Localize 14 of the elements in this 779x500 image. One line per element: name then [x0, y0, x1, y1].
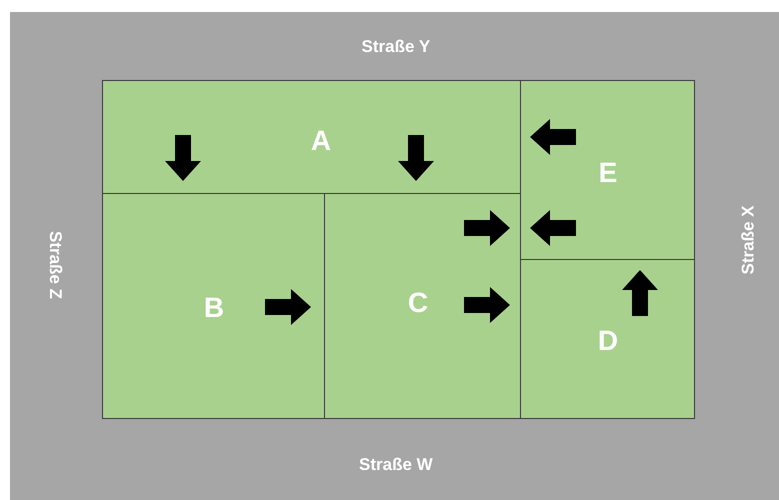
- plot-letter: A: [310, 126, 332, 156]
- plot-letter: C: [408, 288, 428, 318]
- street-name: Straße Z: [45, 230, 66, 300]
- street-name: Straße Y: [362, 37, 430, 57]
- plot-letter: D: [598, 326, 618, 356]
- street-name: Straße X: [738, 206, 758, 274]
- plot-area: [324, 193, 521, 419]
- plot-area: [520, 80, 695, 260]
- plot-letter: E: [598, 158, 618, 188]
- plot-letter: B: [204, 293, 224, 323]
- plot-area: [102, 193, 325, 419]
- plot-area: [102, 80, 521, 194]
- plot-area: [520, 259, 695, 419]
- street-name: Straße W: [359, 455, 433, 475]
